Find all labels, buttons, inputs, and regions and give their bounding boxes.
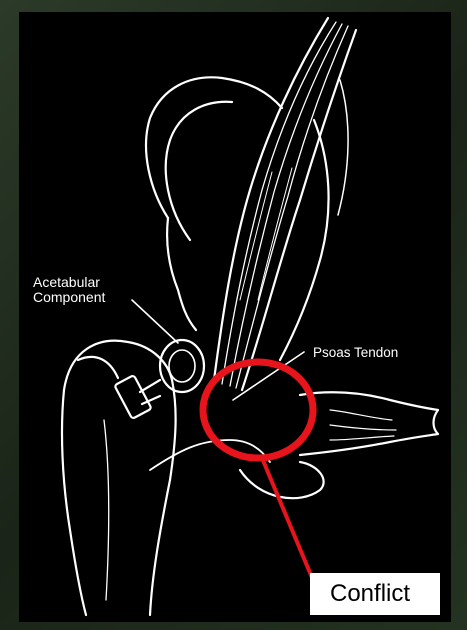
obturator — [240, 462, 324, 498]
pubic-ramus-end — [434, 410, 439, 434]
acetabular-leader-line — [132, 300, 178, 343]
pubic-ramus-lines — [330, 410, 396, 440]
acetabular-label: Acetabular Component — [33, 275, 105, 305]
psoas-muscle-outline-left — [214, 18, 328, 380]
femur-shaft-right — [150, 380, 176, 615]
muscle-edge — [338, 80, 348, 215]
conflict-label: Conflict — [310, 573, 440, 615]
iliac-inner-curve — [166, 102, 232, 240]
iliac-wing — [146, 77, 282, 218]
pelvis-lower — [167, 218, 196, 330]
conflict-highlight-circle — [203, 362, 313, 458]
psoas-tendon-label: Psoas Tendon — [313, 345, 398, 360]
conflict-callout-line — [262, 458, 318, 592]
acetabular-label-line2: Component — [33, 290, 105, 305]
psoas-fiber — [240, 172, 272, 300]
psoas-fiber — [222, 22, 336, 384]
acetabular-liner — [169, 350, 195, 382]
acetabular-label-line1: Acetabular — [33, 275, 105, 290]
greater-trochanter — [78, 357, 118, 378]
femur-inner-line — [104, 420, 109, 600]
pubic-ramus-upper — [300, 392, 438, 410]
femoral-stem-collar — [114, 375, 151, 419]
femur-shaft-left — [62, 390, 86, 615]
